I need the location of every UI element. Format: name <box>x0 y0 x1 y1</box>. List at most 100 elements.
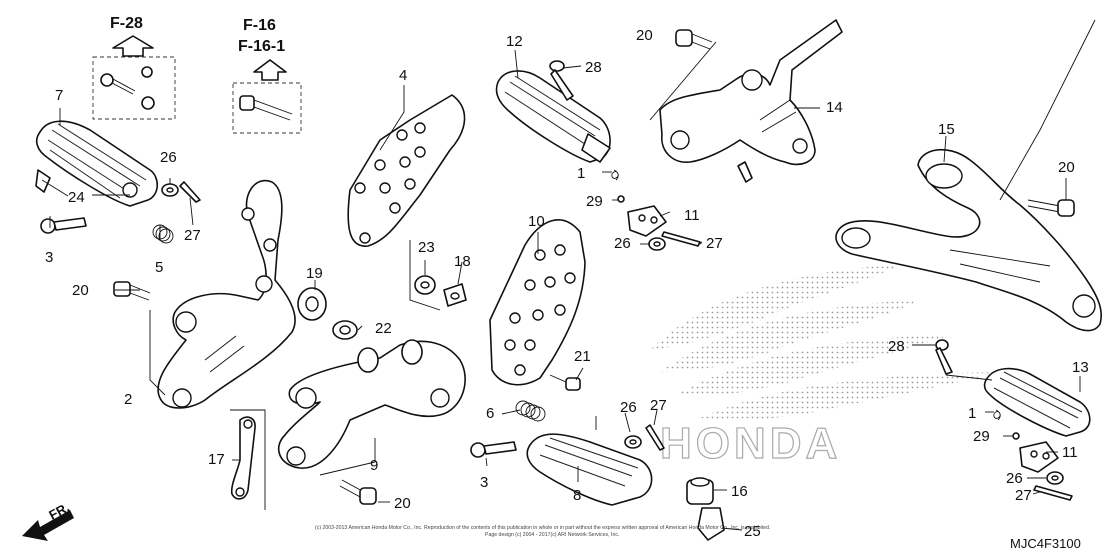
callout-10: 10 <box>528 213 545 230</box>
callout-4: 4 <box>399 67 407 84</box>
heel-plate-right <box>489 219 586 386</box>
callout-11: 11 <box>1062 444 1078 461</box>
callout-19: 19 <box>306 265 323 282</box>
callout-15: 15 <box>938 121 955 138</box>
heel-plate-left <box>347 94 466 247</box>
cotter-pin <box>661 231 701 247</box>
diagram-code: MJC4F3100 <box>1010 536 1081 551</box>
callout-20: 20 <box>394 495 411 512</box>
callout-1: 1 <box>968 405 976 422</box>
collar <box>332 320 358 340</box>
callout-9: 9 <box>370 457 378 474</box>
bolt-icon <box>239 95 293 121</box>
callout-17: 17 <box>208 451 225 468</box>
callout-27: 27 <box>184 227 201 244</box>
bolt-icon <box>141 66 155 110</box>
callout-24: 24 <box>68 189 85 206</box>
copyright-line-2: Page design (c) 2004 - 2017(c) ARI Netwo… <box>485 532 619 538</box>
callout-1: 1 <box>577 165 585 182</box>
rear-footpeg-top <box>495 70 611 163</box>
callout-26: 26 <box>620 399 637 416</box>
callout-26: 26 <box>614 235 631 252</box>
cross-ref-f16-1: F-16-1 <box>238 38 285 55</box>
bolt-group-box-f28 <box>92 56 176 120</box>
bolt-icon <box>549 374 581 391</box>
up-arrow-icon <box>112 35 154 57</box>
honda-wing-watermark: HONDA <box>650 265 1000 469</box>
cotter-pin <box>1033 485 1073 501</box>
washer <box>648 237 666 251</box>
callout-7: 7 <box>55 87 63 104</box>
callout-28: 28 <box>585 59 602 76</box>
callout-28: 28 <box>888 338 905 355</box>
callout-27: 27 <box>706 235 723 252</box>
pin <box>549 60 574 101</box>
washer <box>161 183 179 197</box>
callout-29: 29 <box>973 428 990 445</box>
spring <box>611 169 619 181</box>
up-arrow-icon <box>253 59 287 81</box>
rear-footpeg-left <box>526 433 653 506</box>
link-rod <box>230 416 256 500</box>
front-footpeg-bracket <box>157 179 296 409</box>
callout-16: 16 <box>731 483 748 500</box>
washer <box>414 275 436 295</box>
bushing <box>297 287 327 321</box>
callout-3: 3 <box>45 249 53 266</box>
spring <box>993 409 1001 421</box>
copyright-line-1: (c) 2003-2013 American Honda Motor Co., … <box>315 525 770 531</box>
rubber-damper <box>686 477 714 505</box>
callout-11: 11 <box>684 207 700 224</box>
washer <box>1046 471 1064 485</box>
callout-12: 12 <box>506 33 523 50</box>
callout-20: 20 <box>1058 159 1075 176</box>
front-footpeg <box>35 120 159 207</box>
bolt-icon <box>675 29 713 50</box>
collar <box>443 283 467 307</box>
callout-14: 14 <box>826 99 843 116</box>
ball <box>1012 432 1020 440</box>
cotter-pin <box>179 181 201 203</box>
front-direction-arrow: FR. <box>22 500 74 541</box>
callout-26: 26 <box>1006 470 1023 487</box>
bolt-icon <box>339 479 377 505</box>
cotter-pin <box>645 424 665 451</box>
spring <box>515 400 546 422</box>
leader-lines <box>41 19 1096 531</box>
callout-8: 8 <box>573 487 581 504</box>
callout-25: 25 <box>744 523 761 540</box>
pin <box>470 441 517 458</box>
callout-3: 3 <box>480 474 488 491</box>
rear-footpeg-bracket <box>277 339 466 469</box>
callout-21: 21 <box>574 348 591 365</box>
ball <box>617 195 625 203</box>
callout-29: 29 <box>586 193 603 210</box>
pin <box>40 217 87 234</box>
detent-plate <box>627 205 667 237</box>
callout-26: 26 <box>160 149 177 166</box>
cross-ref-f16: F-16 <box>243 17 276 34</box>
callout-27: 27 <box>1015 487 1032 504</box>
detent-plate <box>1019 441 1059 473</box>
callout-2: 2 <box>124 391 132 408</box>
spring <box>152 224 174 244</box>
callout-5: 5 <box>155 259 163 276</box>
callout-22: 22 <box>375 320 392 337</box>
honda-wordmark: HONDA <box>660 419 841 468</box>
cross-ref-f28: F-28 <box>110 15 143 32</box>
callout-23: 23 <box>418 239 435 256</box>
rear-footpeg-bracket-top <box>659 19 843 183</box>
callout-27: 27 <box>650 397 667 414</box>
washer <box>624 435 642 449</box>
callout-18: 18 <box>454 253 471 270</box>
callout-layer: 1 1 2 3 3 4 5 6 7 8 9 10 11 11 12 13 14 … <box>45 27 1089 540</box>
callout-6: 6 <box>486 405 494 422</box>
bolt-icon <box>697 507 725 541</box>
pin <box>935 339 953 375</box>
bolt-group-box-f16 <box>232 82 302 134</box>
bolt-icon <box>100 73 136 95</box>
callout-20: 20 <box>636 27 653 44</box>
rear-seat-arm <box>835 148 1102 332</box>
